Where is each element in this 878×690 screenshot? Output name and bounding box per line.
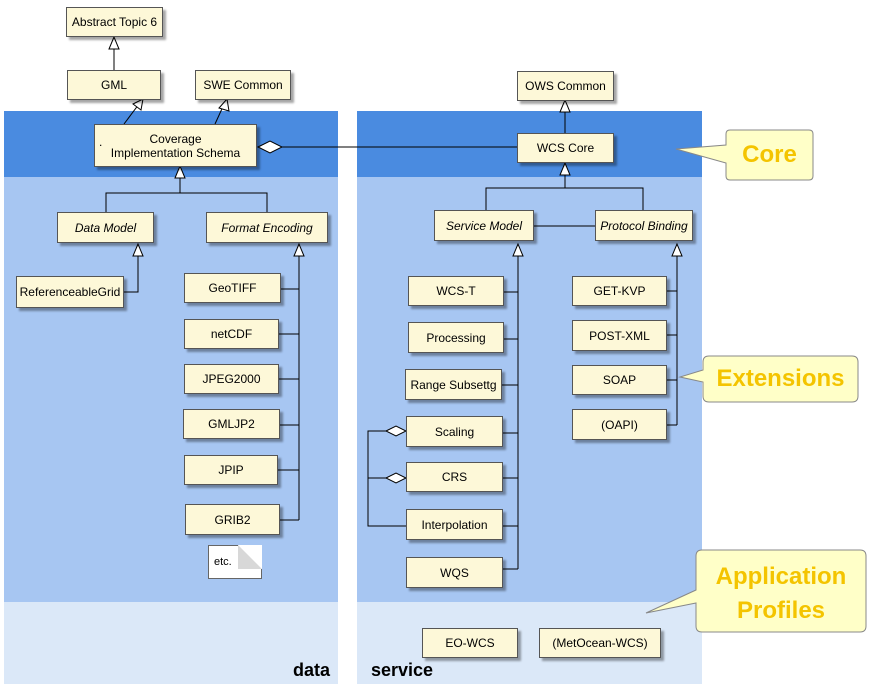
format-netcdf[interactable]: netCDF	[184, 319, 279, 349]
binding-get-kvp[interactable]: GET-KVP	[572, 276, 667, 306]
etc-note: etc.	[208, 545, 262, 579]
format-gmljp2[interactable]: GMLJP2	[183, 409, 280, 439]
coverage-schema-title-line1: Coverage	[149, 131, 202, 146]
binding-soap[interactable]: SOAP	[572, 365, 667, 395]
extension-scaling[interactable]: Scaling	[406, 416, 503, 447]
extension-wqs[interactable]: WQS	[406, 557, 503, 588]
wcs-core-class[interactable]: WCS Core	[517, 133, 614, 163]
etc-note-text: etc.	[214, 556, 232, 568]
data-panel-label: data	[293, 660, 331, 680]
referenceable-grid-class[interactable]: ReferenceableGrid	[16, 276, 124, 308]
callout-application-profiles: Application Profiles	[696, 560, 866, 628]
gml-class[interactable]: GML	[67, 70, 161, 100]
swe-common-class[interactable]: SWE Common	[195, 70, 291, 100]
coverage-schema-dot: .	[99, 135, 103, 149]
callout-shapes	[645, 129, 867, 633]
profile-eo-wcs[interactable]: EO-WCS	[422, 628, 518, 658]
coverage-schema-title-line2: Implementation Schema	[110, 145, 241, 160]
callout-core: Core	[742, 141, 797, 168]
service-model-class[interactable]: Service Model	[434, 210, 534, 241]
profile-metocean-wcs[interactable]: (MetOcean-WCS)	[539, 628, 661, 658]
data-profile-band	[4, 602, 338, 684]
data-model-class[interactable]: Data Model	[57, 212, 154, 243]
coverage-implementation-schema-class[interactable]: . Coverage Implementation Schema	[94, 124, 257, 167]
extension-wcs-t[interactable]: WCS-T	[408, 276, 504, 306]
extension-processing[interactable]: Processing	[408, 322, 504, 353]
extension-range-subsetting[interactable]: Range Subsettg	[405, 369, 502, 400]
note-fold-corner	[238, 545, 262, 569]
abstract-topic-6-class[interactable]: Abstract Topic 6	[66, 7, 163, 37]
binding-post-xml[interactable]: POST-XML	[572, 320, 667, 351]
extension-crs[interactable]: CRS	[406, 462, 503, 492]
format-geotiff[interactable]: GeoTIFF	[184, 273, 281, 303]
binding-oapi[interactable]: (OAPI)	[572, 409, 667, 440]
format-encoding-class[interactable]: Format Encoding	[206, 212, 328, 243]
ows-common-class[interactable]: OWS Common	[517, 71, 614, 101]
data-extension-band	[4, 177, 338, 602]
format-jpip[interactable]: JPIP	[184, 455, 278, 485]
callout-extensions: Extensions	[716, 365, 845, 392]
callout-application-line2: Profiles	[736, 597, 826, 624]
protocol-binding-class[interactable]: Protocol Binding	[595, 210, 693, 241]
callout-application-line1: Application	[715, 563, 847, 590]
format-grib2[interactable]: GRIB2	[185, 504, 280, 535]
service-panel-label: service	[371, 660, 434, 680]
extension-interpolation[interactable]: Interpolation	[406, 509, 503, 540]
format-jpeg2000[interactable]: JPEG2000	[184, 364, 279, 394]
